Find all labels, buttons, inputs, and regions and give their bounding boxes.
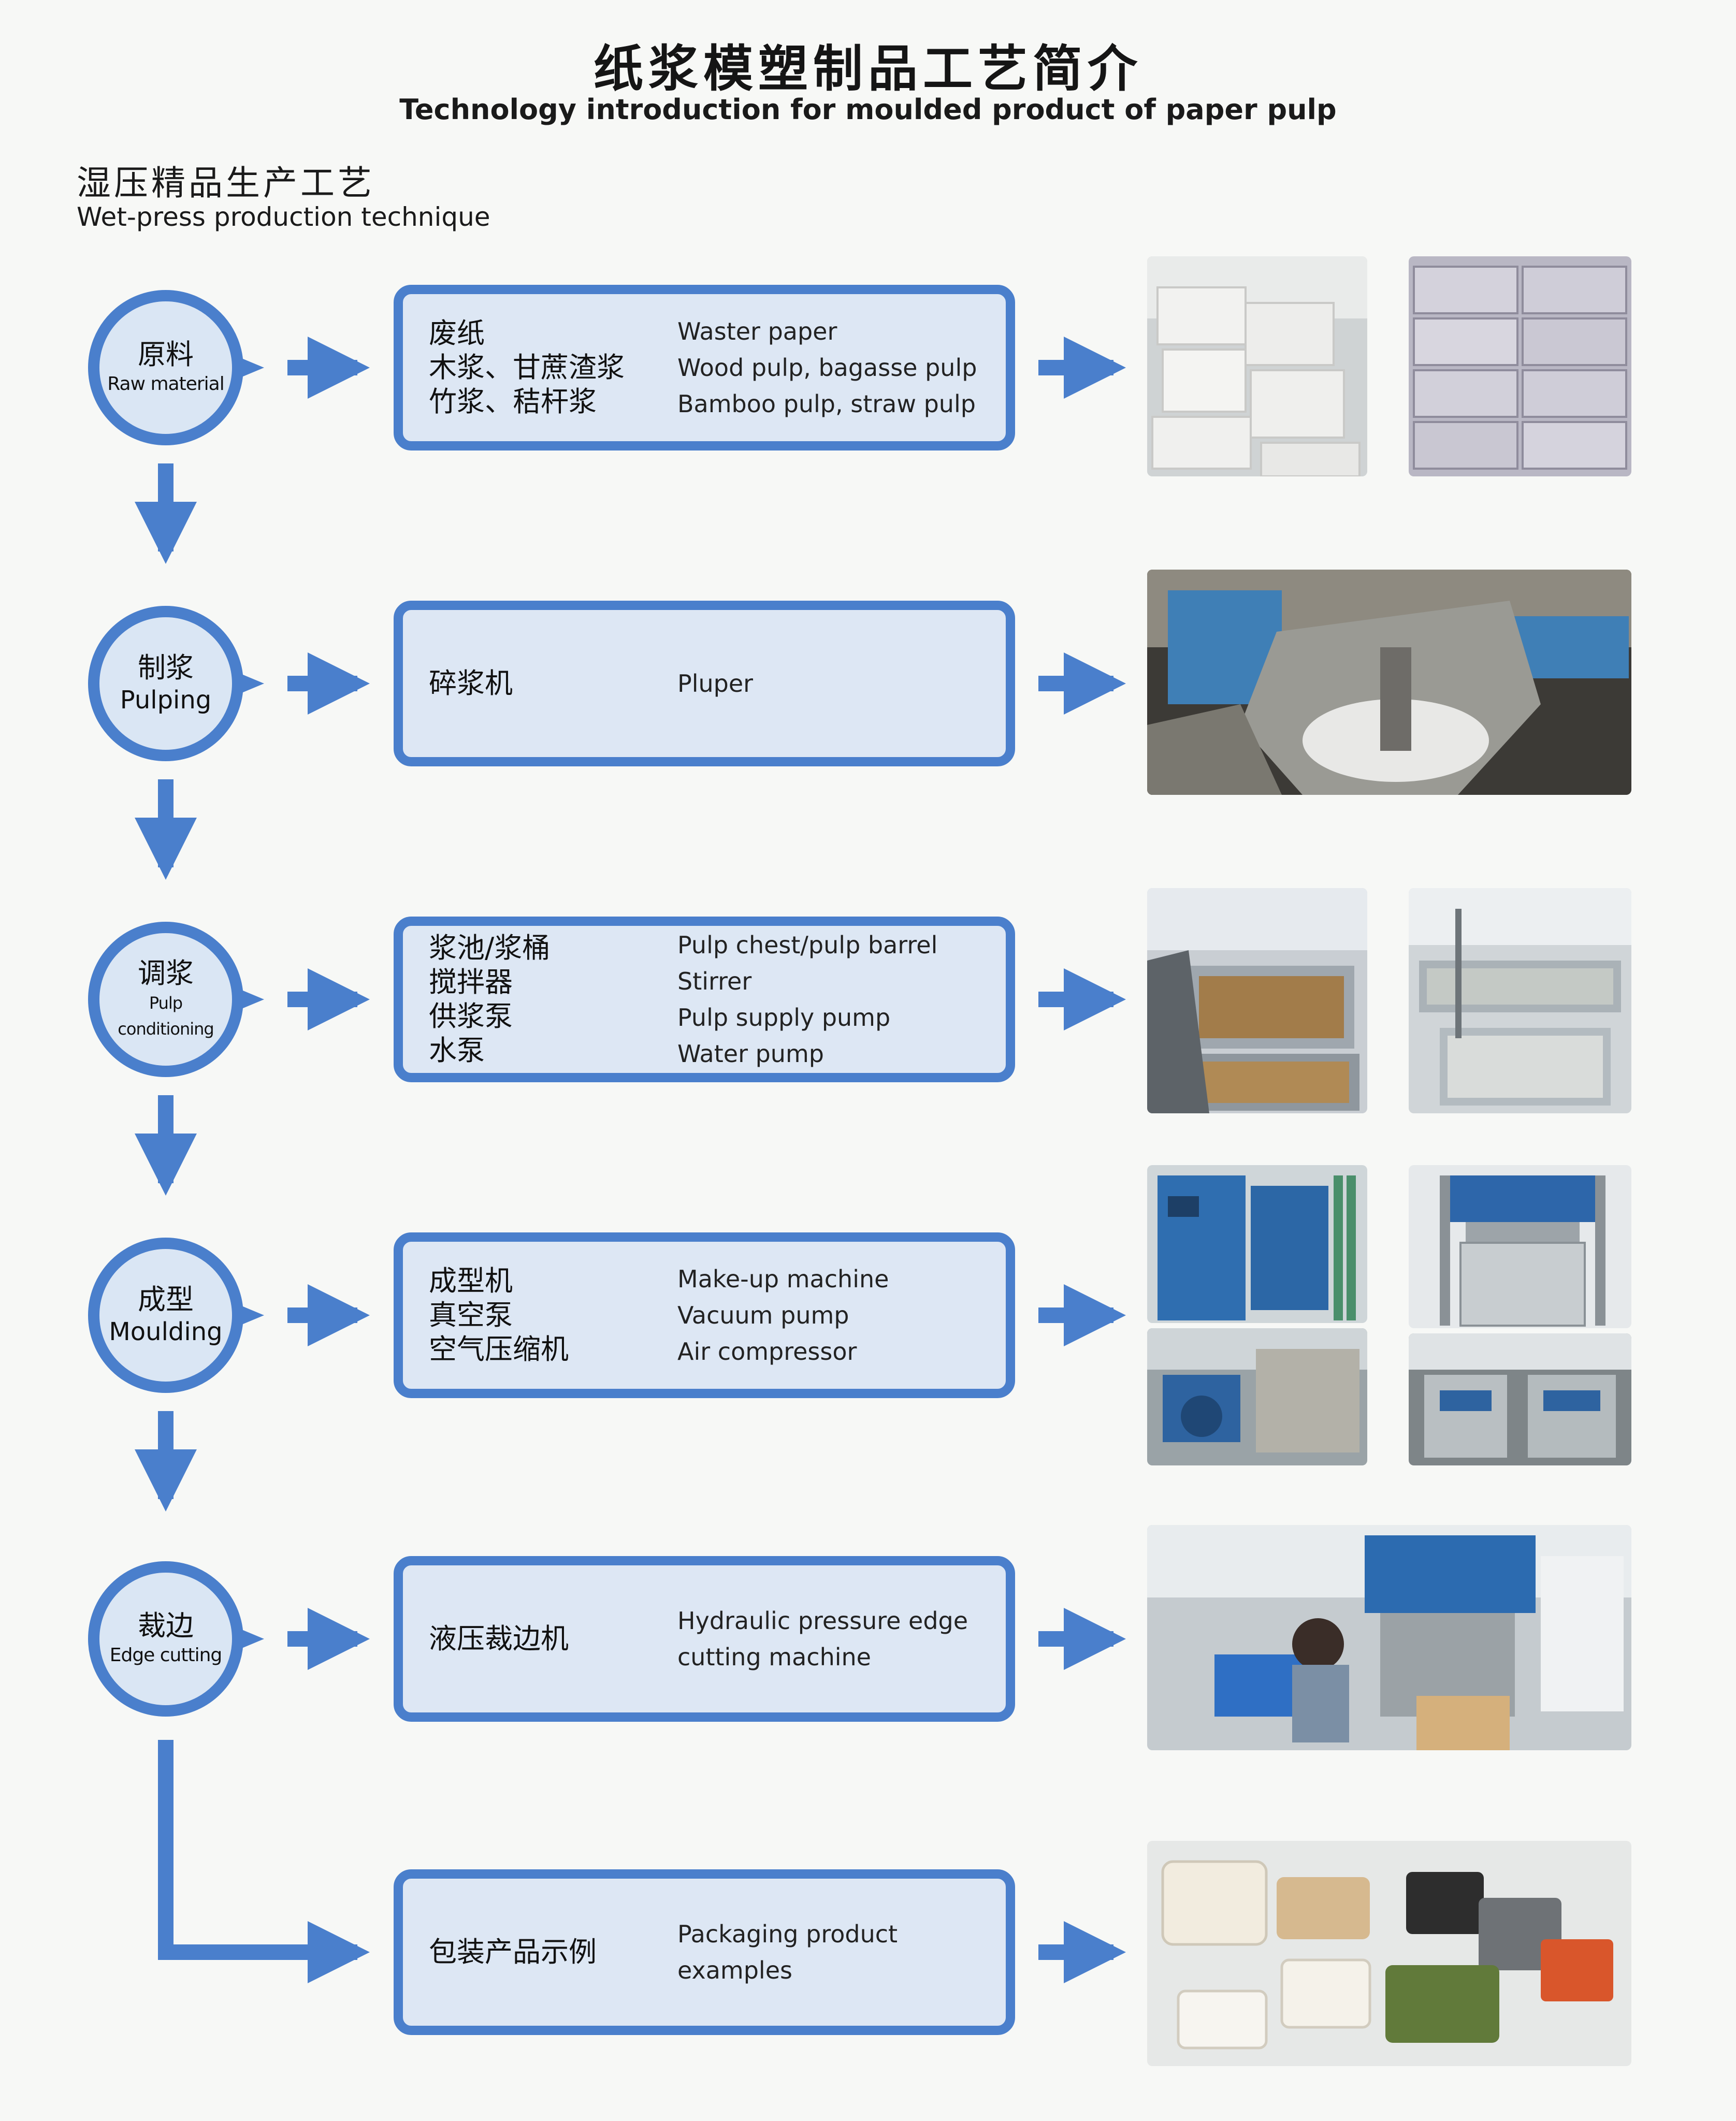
circle-pointer-3 bbox=[239, 989, 264, 1010]
circle-pointer-5 bbox=[239, 1629, 264, 1649]
final-cn: 包装产品示例 bbox=[429, 1936, 597, 1968]
item-cn: 废纸 bbox=[429, 317, 485, 350]
section-subtitle: Wet-press production technique bbox=[77, 202, 490, 232]
stage-pulping: 制浆 Pulping bbox=[88, 606, 243, 761]
item-cn: 搅拌器 bbox=[429, 966, 513, 998]
item-en: Air compressor bbox=[677, 1338, 857, 1365]
photo-makeup-machine bbox=[1409, 1165, 1631, 1328]
photo-moulding-line bbox=[1409, 1333, 1631, 1465]
item-en: Hydraulic pressure edge cutting machine bbox=[677, 1607, 968, 1671]
item-cn: 竹浆、秸杆浆 bbox=[429, 385, 597, 418]
item-cn: 木浆、甘蔗渣浆 bbox=[429, 351, 625, 384]
item-en: Waster paper bbox=[677, 317, 837, 345]
stage-label-en: Moulding bbox=[109, 1317, 223, 1346]
stage-raw-material: 原料 Raw material bbox=[88, 290, 243, 445]
photo-waste-paper-bales bbox=[1147, 256, 1367, 476]
item-en: Bamboo pulp, straw pulp bbox=[677, 390, 976, 418]
circle-pointer-2 bbox=[239, 673, 264, 694]
item-en: Wood pulp, bagasse pulp bbox=[677, 354, 977, 382]
photo-air-compressor bbox=[1147, 1165, 1367, 1323]
stage-label-cn: 调浆 bbox=[138, 957, 194, 990]
info-box-raw-material: 废纸 木浆、甘蔗渣浆 竹浆、秸杆浆 Waster paper Wood pulp… bbox=[394, 285, 1015, 451]
stage-label-cn: 裁边 bbox=[138, 1609, 194, 1642]
page-subtitle: Technology introduction for moulded prod… bbox=[399, 93, 1337, 126]
photo-edge-cutting-workshop bbox=[1147, 1525, 1631, 1750]
section-title: 湿压精品生产工艺 bbox=[77, 163, 375, 203]
photo-stirrer-tanks bbox=[1409, 888, 1631, 1113]
item-en: Water pump bbox=[677, 1040, 824, 1068]
item-en: Pulp supply pump bbox=[677, 1004, 891, 1032]
info-box-edge-cutting: 液压裁边机 Hydraulic pressure edge cutting ma… bbox=[394, 1556, 1015, 1722]
photo-pulper-machine bbox=[1147, 570, 1631, 795]
item-en: Vacuum pump bbox=[677, 1301, 849, 1329]
stage-label-en: Pulping bbox=[120, 686, 212, 715]
item-cn: 液压裁边机 bbox=[429, 1622, 569, 1655]
final-en: Packaging product examples bbox=[677, 1920, 898, 1984]
item-cn: 成型机 bbox=[429, 1265, 513, 1297]
page-title: 纸浆模塑制品工艺简介 bbox=[594, 40, 1142, 98]
stage-pulp-conditioning: 调浆 Pulp conditioning bbox=[88, 922, 243, 1077]
stage-moulding: 成型 Moulding bbox=[88, 1238, 243, 1393]
photo-pulp-chest bbox=[1147, 888, 1367, 1113]
item-cn: 供浆泵 bbox=[429, 1000, 513, 1033]
item-cn: 碎浆机 bbox=[429, 667, 513, 700]
item-en: Pluper bbox=[677, 670, 754, 698]
final-connector-arrow bbox=[158, 1740, 370, 1983]
item-en: Make-up machine bbox=[677, 1265, 889, 1293]
photo-vacuum-pump bbox=[1147, 1328, 1367, 1465]
stage-edge-cutting: 裁边 Edge cutting bbox=[88, 1561, 243, 1717]
photo-pulp-bales bbox=[1409, 256, 1631, 476]
item-cn: 真空泵 bbox=[429, 1299, 513, 1331]
circle-pointer-1 bbox=[239, 357, 264, 378]
stage-label-cn: 原料 bbox=[138, 338, 194, 371]
item-cn: 水泵 bbox=[429, 1034, 485, 1067]
stage-label-cn: 制浆 bbox=[138, 651, 194, 684]
stage-label-en: Edge cutting bbox=[109, 1645, 223, 1666]
info-box-pulping: 碎浆机 Pluper bbox=[394, 601, 1015, 766]
stage-label-en: Pulp conditioning bbox=[118, 993, 214, 1039]
item-cn: 浆池/浆桶 bbox=[429, 932, 551, 964]
circle-pointer-4 bbox=[239, 1305, 264, 1326]
stage-label-cn: 成型 bbox=[138, 1283, 194, 1316]
info-box-moulding: 成型机 真空泵 空气压缩机 Make-up machine Vacuum pum… bbox=[394, 1232, 1015, 1398]
item-en: Stirrer bbox=[677, 967, 752, 995]
photo-packaging-examples bbox=[1147, 1841, 1631, 2066]
item-en: Pulp chest/pulp barrel bbox=[677, 931, 938, 959]
info-box-packaging-examples: 包装产品示例 Packaging product examples bbox=[394, 1869, 1015, 2035]
stage-label-en: Raw material bbox=[107, 373, 224, 395]
item-cn: 空气压缩机 bbox=[429, 1333, 569, 1365]
info-box-pulp-conditioning: 浆池/浆桶 搅拌器 供浆泵 水泵 Pulp chest/pulp barrel … bbox=[394, 917, 1015, 1082]
